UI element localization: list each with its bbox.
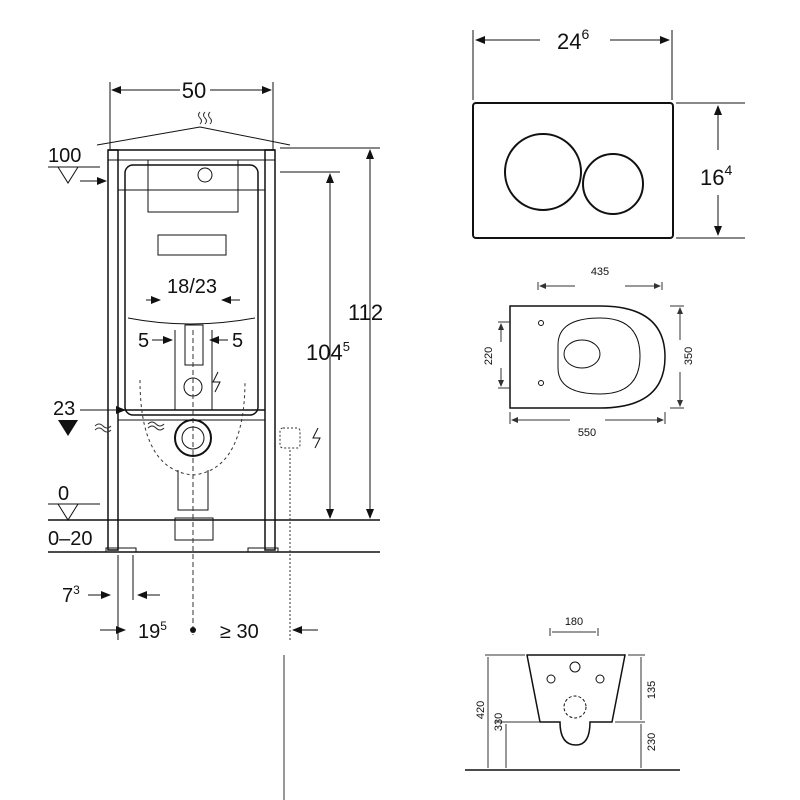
- bowl-right-label: 350: [683, 347, 695, 365]
- leg-offset-label: 73: [62, 583, 80, 607]
- bowl-side-top-label: 180: [565, 616, 583, 628]
- floor-range-label: 0–20: [48, 528, 93, 550]
- flush-level-label: 23: [53, 398, 75, 420]
- small-flush-button: [582, 153, 644, 215]
- bowl-outline: [509, 305, 666, 409]
- inlet-spacing-label: 18/23: [167, 276, 217, 298]
- right-offset-label: 5: [232, 330, 243, 352]
- bowl-plan-view: 435 220 350 550: [483, 266, 695, 439]
- flush-plate: [472, 102, 674, 239]
- frame-width-label: 50: [182, 78, 206, 103]
- left-offset-label: 5: [138, 330, 149, 352]
- bowl-left-label: 220: [483, 347, 495, 365]
- plate-width-label: 246: [557, 26, 589, 54]
- bowl-bottom-width-label: 550: [578, 427, 596, 439]
- flush-plate-view: 246 164: [472, 26, 745, 239]
- top-marker-label: 100: [48, 145, 81, 167]
- axis-offset-label: 195: [138, 619, 167, 643]
- total-height-label: 112: [348, 300, 383, 325]
- bowl-side-outer-label: 420: [475, 701, 487, 719]
- bowl-side-right-bottom-label: 230: [646, 733, 658, 751]
- bowl-side-inner-label: 330: [493, 713, 505, 731]
- plate-height-label: 164: [700, 162, 732, 190]
- bracket-height-label: 1045: [306, 339, 350, 365]
- bowl-side-outline: [526, 654, 626, 746]
- large-flush-button: [504, 133, 582, 211]
- bowl-top-width-label: 435: [591, 266, 609, 278]
- frame-view: 50 100 18/23 5 5: [48, 78, 383, 800]
- min-clearance-label: ≥ 30: [220, 621, 259, 643]
- floor-level-label: 0: [58, 483, 69, 505]
- bowl-side-right-top-label: 135: [646, 681, 658, 699]
- bowl-side-view: 180 420 330 135 230: [465, 616, 680, 771]
